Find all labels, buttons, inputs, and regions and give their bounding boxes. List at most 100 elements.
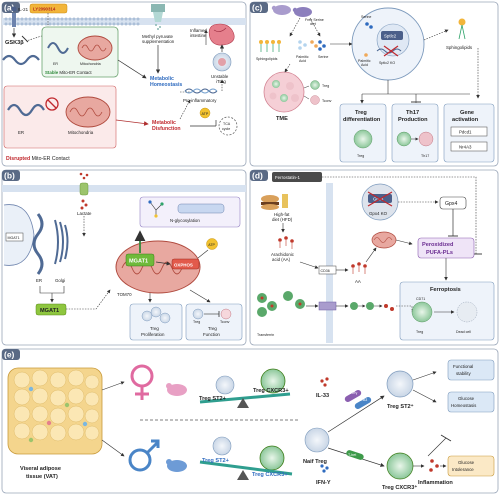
e-treg-st2-male-cell [212,436,232,456]
a-stable-contact-label: Stable Mito-ER Contact [45,70,92,75]
panel-c-letter: (c) [252,3,263,13]
d-aa-label: AA [355,279,361,284]
b-nglyco-label: N-glycosylation [170,218,200,223]
a-metab-homeo-2: Homeostasis [150,82,182,88]
vat-tissue-icon [7,367,103,455]
b-mgat1-mito-label: MGAT1 [129,259,148,265]
a-gsk3b-label: GSK3β [5,40,24,46]
e-functional-1: Functional [453,364,473,369]
e-cxcr3-f-label: Treg CXCR3+ [253,388,289,394]
a-er-label-stable: ER [53,62,58,66]
e-glucose-intol-2: Intolerance [452,467,474,472]
d-gpx4-label: Gpx4 [445,201,458,207]
d-gpx4-ko-inner-label: Gpx4 [373,197,384,202]
panel-b-letter-bg [2,170,20,181]
a-atp-icon [199,107,211,119]
d-transferrin-label: Transferrin [257,333,274,337]
e-ifng-label: IFN-Y [316,480,331,486]
il33-icon [320,377,329,387]
d-burger-icon [261,194,288,210]
c-serine-label: Serine [318,55,328,59]
b-er-icon [32,213,44,275]
c-nr4a3-label: Nr4A3 [459,145,472,150]
e-glucose-homeo-1: Glucose [458,396,475,401]
e-treg-cxcr3-male-cell [259,445,285,471]
panel-d-letter: (d) [252,171,263,181]
d-dead-label: Dead cell [456,330,471,334]
panel-e-letter-bg [2,349,20,360]
d-transferrin-icon [257,291,305,317]
e-treg-st2-result-cell [386,370,414,398]
panel-e: (e) Viseral adipose tissue (VAT) Treg ST… [1,348,499,494]
d-perox-2: PUFA-PLs [426,250,453,256]
panel-d-letter-bg [250,170,268,181]
a-inflamed-label-1: Inflamed [190,28,207,33]
b-treg-prolif-2: Proliferation [141,332,165,337]
a-ly2090314-label: LY2090314 [33,6,56,11]
b-oxphos-box [171,258,200,270]
e-treg-cxcr3-female-cell [260,368,286,394]
c-box1-label-1: Treg [355,110,367,116]
e-glucose-homeo-2: Homeostasis [451,403,477,408]
d-aa-1: Arachidonic [271,252,295,257]
a-disrupted-contact-label: Disrupted Mito-ER Contact [6,156,70,162]
c-box1-label-2: differentiation [343,117,381,123]
female-symbol-icon [130,364,154,400]
d-mitochondria [371,231,397,249]
a-er-label-disrupted: ER [18,130,24,135]
male-mouse-icon [166,459,187,472]
b-treg-func-2: Function [203,332,220,337]
d-ferrostatin-box [272,172,322,182]
c-box2-cell-label: Th17 [421,154,429,158]
d-cell-membrane [326,183,333,343]
c-sptlc2-box [381,31,403,40]
male-symbol-icon [128,439,160,472]
a-methyl-label-2: supplementation [142,39,175,44]
e-st2-res-label: Treg ST2⁺ [387,403,414,410]
b-mgat1-label: MGAT1 [40,308,59,314]
panel-c-letter-bg [250,2,268,13]
e-male-seesaw [199,460,293,476]
c-sptlc2-label: Sptlc2 [384,34,397,39]
c-tconv-cell [310,95,320,105]
d-iron-inside-icon [350,302,394,311]
b-treg-prolif-1: Treg [150,326,159,331]
d-dead-cell [456,301,478,323]
panel-e-letter: (e) [4,350,15,360]
c-free-serine-2: diet [310,22,316,26]
lactate-transporter-icon [79,172,89,196]
panel-c: (c) Free Serine diet Sphingolipids Palmi… [249,1,499,167]
d-aa-icon [278,236,294,249]
c-sphingolipids-right-label: Sphingolipids [446,45,473,50]
e-vat-2: tissue (VAT) [26,474,58,480]
c-box1-cell-label: Treg [357,154,364,158]
e-glucose-intol-box [447,455,495,477]
d-treg-label: Treg [416,330,423,334]
c-palmitic-in-1: Palmitic [358,59,371,63]
d-cd36-label: CD36 [321,269,330,273]
d-gpx4-ko-label: Gpx4 KO [369,211,388,216]
b-mgat1-gene-label: MGAT1 [8,236,20,240]
d-cd71-label: CD71 [416,297,425,301]
b-golgi-label: Golgi [55,278,65,283]
a-er-disrupted [7,103,45,117]
b-atp-icon [206,238,218,250]
c-nr4a3-box [450,141,488,152]
a-unstable-label-2: iTreg [216,79,226,84]
inflamed-intestine-icon [208,23,235,46]
c-palmitic-2: Acid [299,59,306,63]
c-box2-label-2: Production [398,117,428,123]
female-mouse-icon [166,383,187,396]
e-tbet-label: T-bet [348,453,356,457]
e-st2-m-label: Treg ST2+ [202,458,230,464]
b-mgat1-mito-box [125,253,155,267]
e-functional-box [447,359,495,381]
a-tca-label-1: TCA [223,122,231,126]
e-il33-label: IL-33 [316,393,329,399]
panel-b-letter: (b) [4,171,15,181]
e-inflammation-icon [429,459,439,472]
c-sptlc2-ko-label: Sptlc2 KO [379,61,395,65]
a-ly2090314-box [29,3,68,14]
a-methyl-label-1: Methyl pyruvate [142,34,174,39]
